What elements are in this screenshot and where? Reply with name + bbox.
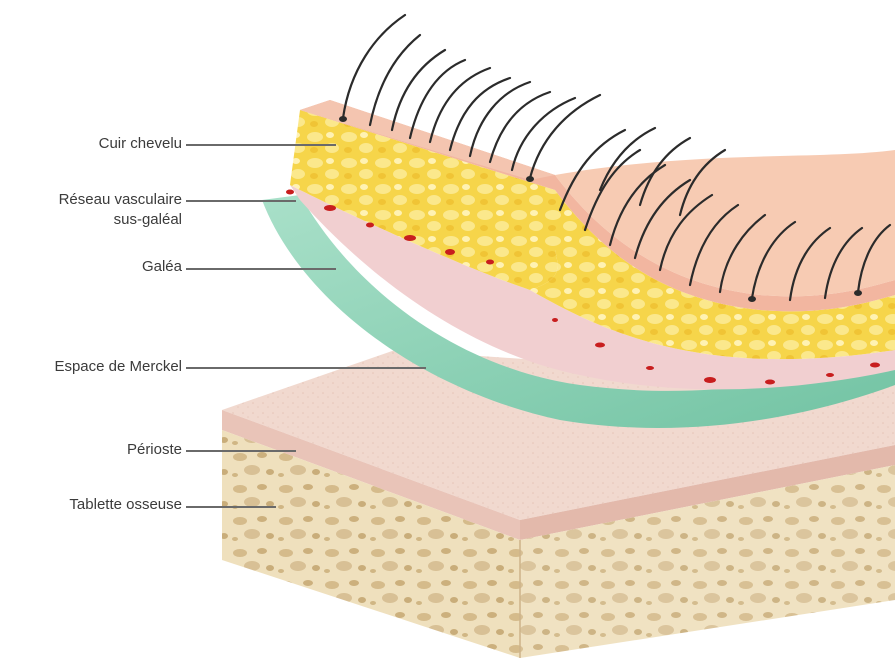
vessel	[404, 235, 416, 241]
vessel	[324, 205, 336, 211]
label-espace-merckel: Espace de Merckel	[0, 357, 182, 377]
label-galea: Galéa	[0, 257, 182, 277]
vessel	[366, 223, 374, 228]
vessel	[552, 318, 558, 322]
label-reseau-vasculaire-line1: Réseau vasculaire	[59, 191, 182, 208]
vessel	[870, 363, 880, 368]
label-reseau-vasculaire: Réseau vasculaire sus-galéal	[0, 190, 182, 230]
leader-line-cuir-chevelu	[186, 144, 336, 146]
vessel	[765, 380, 775, 385]
vessel	[486, 260, 494, 265]
vessel	[826, 373, 834, 377]
vessel	[286, 190, 294, 195]
leader-line-galea	[186, 268, 336, 270]
leader-line-tablette-osseuse	[186, 506, 276, 508]
vessel	[445, 249, 455, 255]
label-cuir-chevelu: Cuir chevelu	[0, 134, 182, 154]
leader-line-reseau-vasculaire	[186, 200, 296, 202]
label-reseau-vasculaire-line2: sus-galéal	[114, 211, 182, 228]
vessel	[646, 366, 654, 370]
vessel	[595, 343, 605, 348]
vessel	[704, 377, 716, 383]
leader-line-perioste	[186, 450, 296, 452]
label-perioste: Périoste	[0, 440, 182, 460]
leader-line-espace-merckel	[186, 367, 426, 369]
label-tablette-osseuse: Tablette osseuse	[0, 495, 182, 515]
